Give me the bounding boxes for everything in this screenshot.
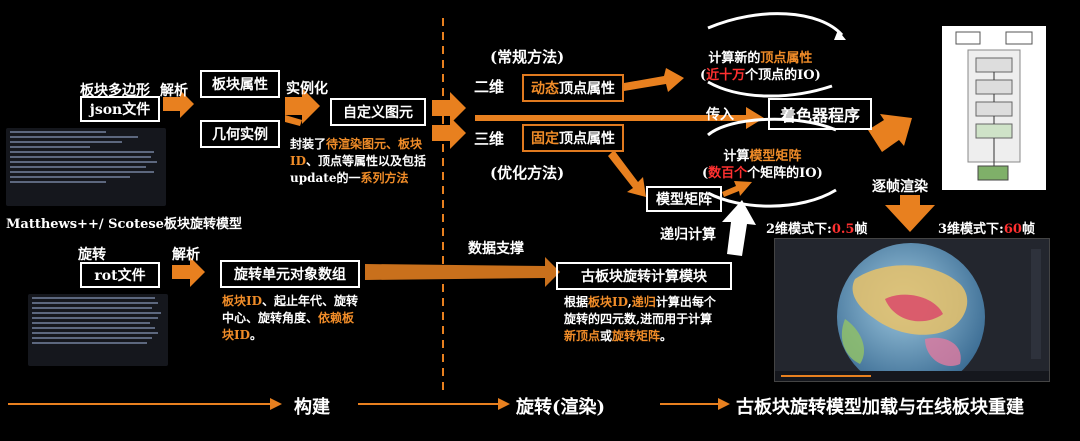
data-support-label: 数据支撑	[468, 241, 524, 257]
optimized-label: (优化方法)	[490, 164, 565, 182]
arrow-obj-to-module	[365, 257, 560, 287]
timeline-head-2	[498, 398, 510, 410]
arrow-matrix-to-calc	[722, 181, 752, 197]
model-title: Matthews++/ Scotese板块旋转模型	[6, 217, 242, 232]
json-file-box: json文件	[80, 96, 160, 122]
parse-label-2: 解析	[172, 247, 200, 263]
cycle-arc-top	[707, 12, 844, 37]
calc-vertex-text: 计算新的顶点属性 (近十万个顶点的IO)	[700, 51, 821, 83]
rotation-array-desc: 板块ID、起止年代、旋转中心、旋转角度、依赖板块ID。	[222, 294, 359, 342]
arrow-geo-join	[285, 115, 302, 126]
fixed-vertex-box: 固定顶点属性	[522, 124, 624, 152]
arrow-fixed-to-matrix	[608, 150, 646, 197]
cycle-arc-mid	[707, 80, 833, 98]
pipeline-flowchart-drawing	[955, 31, 1033, 181]
instantiate-label: 实例化	[286, 81, 328, 97]
arrow-rot-to-obj	[172, 257, 205, 287]
plate-shape-red	[885, 294, 943, 322]
player-bar	[775, 371, 1049, 381]
json-code-thumbnail	[6, 128, 166, 206]
recursive-label: 递归计算	[660, 227, 716, 243]
arrow-to-custom	[285, 88, 320, 124]
rot-code-thumbnail	[28, 294, 168, 366]
rotation-module-box: 古板块旋转计算模块	[556, 262, 732, 290]
arrow-to-3d	[432, 117, 466, 149]
mode-2d-fps: 2维模式下:0.5帧	[766, 222, 868, 237]
plate-shape-pink	[925, 337, 961, 367]
timeline-head-1	[270, 398, 282, 410]
model-matrix-box: 模型矩阵	[646, 186, 722, 212]
mode-3d-fps: 3维模式下:60帧	[938, 222, 1035, 237]
rot-file-box: rot文件	[80, 262, 160, 288]
side-toolbar	[1031, 249, 1041, 359]
label-3d: 三维	[474, 130, 505, 148]
cycle-arc-bottom	[707, 188, 837, 208]
player-progress	[781, 375, 871, 377]
plate-attr-box: 板块属性	[200, 70, 280, 98]
custom-primitive-desc: 封装了待渲染图元、板块ID、顶点等属性以及包括update的一系列方法	[290, 137, 427, 185]
input-label: 传入	[706, 107, 734, 123]
globe-drawing	[775, 243, 1049, 381]
arrow-recursive-up	[722, 200, 756, 256]
arrow-json-to-attr	[163, 90, 194, 118]
rotation-module-desc: 根据板块ID,递归计算出每个旋转的四元数,进而用于计算新顶点或旋转矩阵。	[564, 295, 716, 343]
pipeline-flowchart-image	[942, 26, 1046, 190]
footer-build: 构建	[294, 397, 330, 418]
globe-render-screenshot	[774, 238, 1050, 382]
footer-rotate: 旋转(渲染)	[516, 397, 606, 418]
label-2d: 二维	[474, 78, 505, 96]
timeline-head-3	[718, 398, 730, 410]
rotate-label: 旋转	[78, 247, 106, 263]
arrow-to-2d	[432, 92, 466, 124]
per-frame-render-label: 逐帧渲染	[872, 179, 928, 195]
dynamic-vertex-box: 动态顶点属性	[522, 74, 624, 102]
cycle-arc-top-head	[834, 30, 846, 40]
cycle-arc-low	[707, 117, 837, 137]
footer-final: 古板块旋转模型加载与在线板块重建	[736, 397, 1024, 418]
rotation-array-box: 旋转单元对象数组	[220, 260, 360, 288]
polygon-label: 板块多边形	[80, 83, 150, 99]
arrow-dyn-to-calc	[624, 68, 684, 92]
arrow-to-shader	[475, 107, 764, 129]
arrow-render-down	[885, 195, 935, 232]
shader-program-box: 着色器程序	[768, 98, 872, 130]
arrow-shader-to-render	[868, 114, 912, 152]
parse-label-1: 解析	[160, 83, 188, 99]
conventional-label: (常规方法)	[490, 48, 565, 66]
plate-shape-green	[841, 319, 865, 364]
custom-primitive-box: 自定义图元	[330, 98, 426, 126]
geometry-box: 几何实例	[200, 120, 280, 148]
calc-matrix-text: 计算模型矩阵 (数百个个矩阵的IO)	[702, 149, 823, 181]
